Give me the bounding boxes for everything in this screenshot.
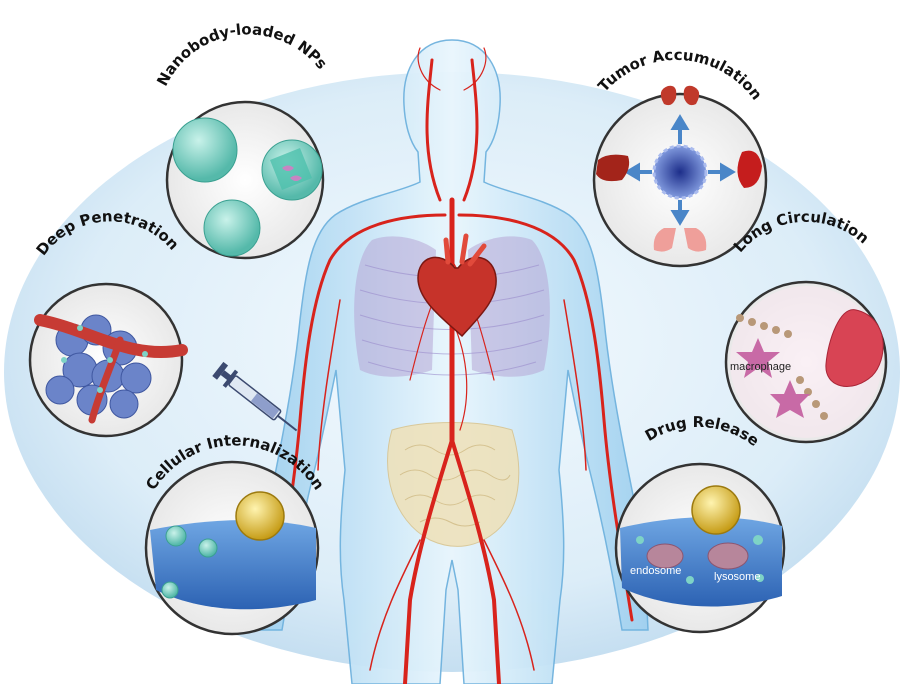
label-lysosome: lysosome — [714, 571, 760, 583]
panel-nanobody-loaded-nps: Nanobody-loaded NPs — [153, 20, 331, 258]
panel-tumor-accumulation: Tumor Accumulation — [594, 46, 766, 266]
panel-title-nanobody: Nanobody-loaded NPs — [153, 20, 331, 89]
left-lung — [354, 236, 436, 376]
label-endosome: endosome — [630, 565, 681, 577]
nucleus-icon — [236, 492, 284, 540]
label-macrophage: macrophage — [730, 361, 791, 373]
tumor-cell-icon — [654, 146, 706, 198]
